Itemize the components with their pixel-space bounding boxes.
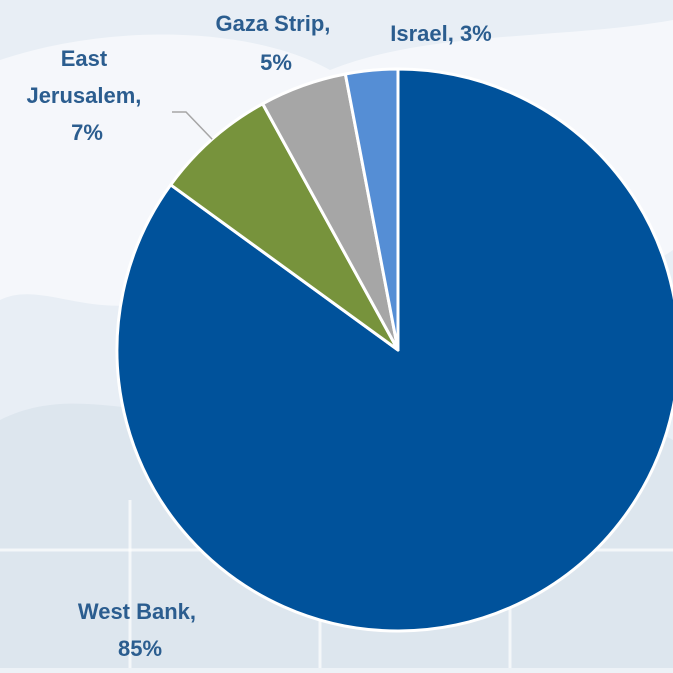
slice-label-east-jerusalem-line3: 7% [71,120,103,145]
slice-label-west-bank: West Bank, 85% [78,599,202,661]
slice-label-west-bank-line2: 85% [118,636,162,661]
slice-label-gaza-strip-line2: 5% [260,50,292,75]
pie-slice-israel [343,67,400,352]
slice-label-israel-line1: Israel, 3% [390,21,492,46]
slice-label-east-jerusalem-line2: Jerusalem, [26,83,141,108]
pie-slice-west-bank [115,67,673,633]
pie-slice-east-jerusalem [169,102,400,352]
slice-label-gaza-strip-line1: Gaza Strip, [215,11,330,36]
slice-label-west-bank-line1: West Bank, [78,599,196,624]
slice-label-east-jerusalem-line1: East [61,46,108,71]
pie-labels: West Bank, 85% East Jerusalem, 7% Gaza S… [26,11,491,661]
slice-label-gaza-strip: Gaza Strip, 5% [215,11,336,75]
slice-label-israel: Israel, 3% [390,21,492,46]
leader-line-east-jerusalem [172,111,213,140]
pie-slices [115,67,673,633]
slice-label-east-jerusalem: East Jerusalem, 7% [26,46,147,145]
